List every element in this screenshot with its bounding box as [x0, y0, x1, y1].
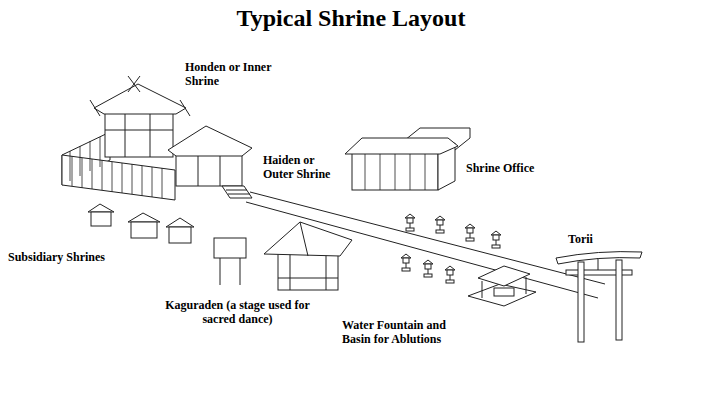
haiden-steps [222, 186, 252, 198]
part-label: Water Fountain and Basin for Ablutions [342, 318, 462, 346]
office-roof [345, 138, 458, 154]
kaguraden-stage [264, 222, 352, 290]
part-label: Haiden or Outer Shrine [263, 153, 343, 181]
diagram-title: Typical Shrine Layout [0, 4, 702, 32]
part-label: Honden or Inner Shrine [185, 60, 285, 88]
part-label: Shrine Office [466, 161, 566, 175]
sign-board [214, 238, 246, 285]
part-label: Kaguraden (a stage used for sacred dance… [160, 298, 315, 326]
honden-roof [94, 84, 186, 114]
water-basin [468, 266, 536, 306]
subsidiary-shrines [88, 204, 194, 243]
office-body [352, 152, 438, 190]
path-edge [246, 202, 598, 298]
stone-lanterns [401, 214, 501, 283]
torii [556, 252, 642, 342]
part-label: Subsidiary Shrines [8, 250, 128, 264]
part-label: Torii [568, 232, 608, 246]
fence-front [62, 155, 175, 200]
haiden-roof [168, 126, 252, 156]
